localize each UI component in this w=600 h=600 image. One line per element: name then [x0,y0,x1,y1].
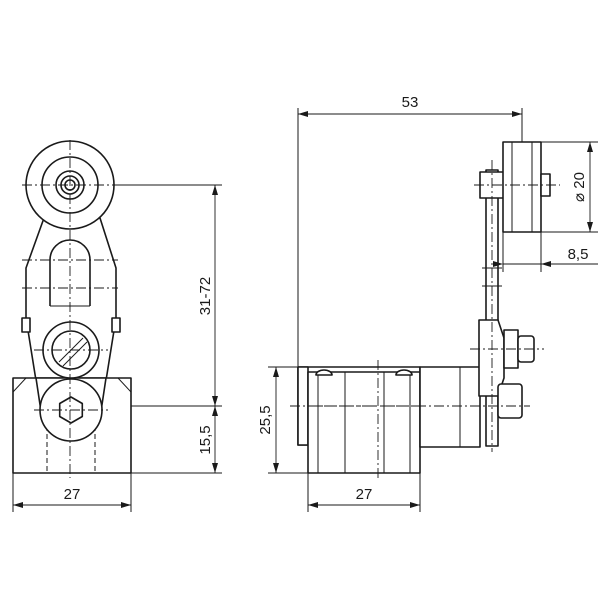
front-height-range-label: 31-72 [197,277,214,315]
side-width-label: 27 [356,486,373,503]
front-left-tab [21,317,31,333]
side-mount-screw-2 [395,369,413,376]
front-right-tab [111,317,121,333]
front-base-height-label: 15,5 [197,425,214,454]
front-body-chamfer-right [117,377,132,393]
side-body-front [307,371,421,474]
front-screw-slot-2 [62,341,88,367]
side-roller [502,141,542,233]
front-view [12,140,132,478]
side-height-label: 25,5 [257,405,274,434]
side-dimensions: 53 ⌀ 20 8,5 25,5 27 [257,94,598,512]
roller-diameter-label: ⌀ 20 [571,172,588,202]
side-bottom-boss [497,383,523,419]
front-width-label: 27 [64,486,81,503]
front-lever-slot [49,239,91,306]
side-mount-screw-1 [315,369,333,376]
side-lever-hub [478,319,505,397]
side-reach-label: 53 [402,94,419,111]
side-view [290,141,560,478]
side-actuator-head [419,366,481,448]
front-body-chamfer-left [12,377,27,393]
roller-width-label: 8,5 [568,246,589,263]
front-dimensions: 27 31-72 15,5 [12,184,222,512]
